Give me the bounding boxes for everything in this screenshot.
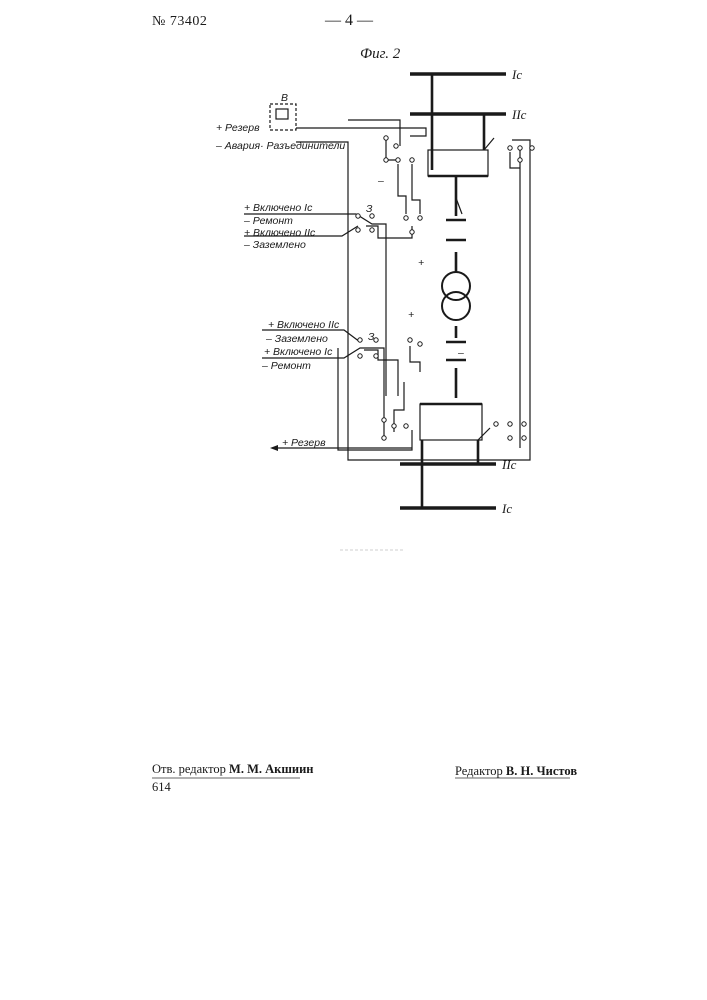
- upper-disconnector-blade: [484, 138, 494, 150]
- footer-editor: Редактор В. Н. Чистов: [455, 764, 577, 779]
- label-repair-lower: – Ремонт: [261, 360, 311, 372]
- upper-disconnector-box: [428, 150, 488, 176]
- polarity-minus-upper: –: [377, 175, 384, 187]
- transformer-coil-lower: [442, 292, 470, 320]
- bus-bottom-II-label: IIс: [501, 457, 517, 472]
- switch-contact: [370, 228, 374, 232]
- polarity-plus-lower: +: [408, 309, 414, 321]
- contact: [396, 158, 400, 162]
- label-on-II-lower: + Включено IIс: [268, 319, 340, 331]
- lower-switch-wire-3: [364, 350, 398, 396]
- relay-b-coil: [276, 109, 288, 119]
- relay-b-label: В: [281, 92, 288, 104]
- contact: [418, 342, 422, 346]
- contact: [404, 424, 408, 428]
- switch-contact: [374, 338, 378, 342]
- contact: [408, 338, 412, 342]
- upper-alarm-wire: [348, 120, 400, 146]
- label-alarm-disconnectors: – Авария· Разъединители: [215, 140, 345, 152]
- contact: [404, 216, 408, 220]
- contact: [522, 436, 526, 440]
- switch-contact: [356, 228, 360, 232]
- lower-disconnector-box: [420, 404, 482, 440]
- footer-responsible-editor: Отв. редактор М. М. Акшиин: [152, 762, 314, 777]
- bus-top-I-label: Iс: [511, 67, 522, 82]
- polarity-plus-upper: +: [418, 257, 424, 269]
- reserve-arrow-icon: [270, 445, 278, 451]
- upper-reserve-wire: [296, 128, 426, 136]
- contact: [522, 422, 526, 426]
- lower-reserve-wire: [338, 348, 412, 450]
- contact: [518, 146, 522, 150]
- contact: [410, 230, 414, 234]
- contact: [530, 146, 534, 150]
- lower-aux-wire-1: [410, 346, 420, 372]
- switch-contact: [374, 354, 378, 358]
- switch-contact: [356, 214, 360, 218]
- label-repair-upper: – Ремонт: [243, 215, 293, 227]
- contact: [508, 146, 512, 150]
- lower-switch-mark: З: [368, 331, 375, 343]
- contact: [384, 136, 388, 140]
- bus-top-II-label: IIс: [511, 107, 527, 122]
- label-reserve-upper: + Резерв: [216, 122, 260, 134]
- contact: [410, 158, 414, 162]
- upper-aux-wire-3: [412, 164, 420, 214]
- footer-code: 614: [152, 780, 171, 795]
- polarity-minus-lower: –: [457, 347, 464, 359]
- editor-label: Редактор: [455, 764, 503, 778]
- editor-name: В. Н. Чистов: [506, 764, 577, 778]
- contact: [508, 436, 512, 440]
- contact: [382, 436, 386, 440]
- contact: [384, 158, 388, 162]
- label-on-I-upper: + Включено Iс: [244, 202, 313, 214]
- relay-b-housing: [270, 104, 296, 130]
- outer-loop-wire: [296, 140, 530, 460]
- contact: [394, 144, 398, 148]
- label-on-II-upper: + Включено IIс: [244, 227, 316, 239]
- upper-aux-wire-2: [398, 164, 406, 214]
- label-on-I-lower: + Включено Iс: [264, 346, 333, 358]
- contact: [518, 158, 522, 162]
- lower-disconnector-blade: [478, 428, 490, 440]
- contact: [508, 422, 512, 426]
- bus-bottom-I-label: Iс: [501, 501, 512, 516]
- label-grounded-upper: – Заземлено: [243, 239, 306, 251]
- contact: [418, 216, 422, 220]
- label-reserve-lower: + Резерв: [282, 437, 326, 449]
- contact: [494, 422, 498, 426]
- contact: [392, 424, 396, 428]
- switch-contact: [358, 338, 362, 342]
- upper-aux-wire-1: [386, 138, 396, 160]
- contact: [382, 418, 386, 422]
- label-grounded-lower: – Заземлено: [265, 333, 328, 345]
- responsible-editor-label: Отв. редактор: [152, 762, 226, 776]
- upper-switch-mark: З: [366, 203, 373, 215]
- responsible-editor-name: М. М. Акшиин: [229, 762, 314, 776]
- switch-contact: [358, 354, 362, 358]
